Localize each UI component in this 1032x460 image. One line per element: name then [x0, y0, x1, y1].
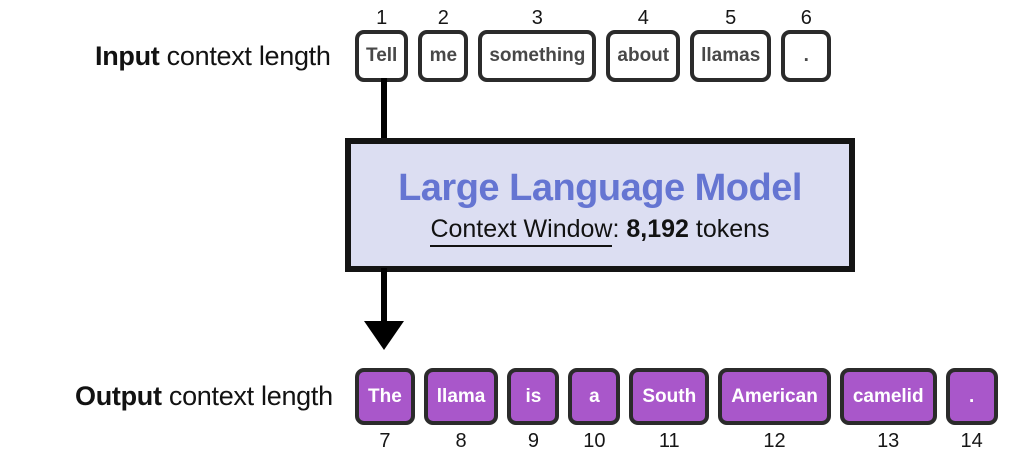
token-index: 10 [583, 430, 606, 452]
token-index: 13 [877, 430, 900, 452]
output-token-row: The 7 llama 8 is 9 a 10 South 11 America… [355, 368, 998, 453]
token-index: 5 [725, 7, 737, 29]
token-index: 7 [379, 430, 391, 452]
context-window-count: 8,192 [626, 214, 689, 243]
model-to-output-arrow-line [381, 268, 387, 324]
input-token-box: Tell [355, 30, 409, 82]
output-token-box: llama [423, 368, 499, 425]
input-label-emphasis: Input [95, 41, 160, 71]
output-token-12: American 12 [718, 368, 831, 453]
input-token-box: about [606, 30, 681, 82]
token-index: 8 [455, 430, 467, 452]
input-token-2: 2 me [418, 6, 469, 82]
input-to-model-connector-line [381, 78, 387, 138]
output-token-box: The [355, 368, 415, 425]
context-window-units: tokens [688, 214, 770, 243]
output-token-box: American [718, 368, 831, 425]
output-token-14: . 14 [945, 368, 998, 453]
input-token-box: me [418, 30, 469, 82]
input-label-text: context length [159, 41, 331, 71]
output-token-9: is 9 [507, 368, 560, 453]
down-arrow-icon [364, 321, 404, 350]
context-window-separator: : [612, 214, 627, 243]
output-token-7: The 7 [355, 368, 415, 453]
token-index: 3 [531, 7, 543, 29]
llm-model-box: Large Language Model Context Window: 8,1… [345, 138, 855, 272]
input-token-3: 3 something [478, 6, 597, 82]
input-token-box: something [478, 30, 597, 82]
input-token-box: llamas [690, 30, 772, 82]
input-token-5: 5 llamas [690, 6, 772, 82]
output-label-emphasis: Output [75, 381, 162, 411]
output-token-10: a 10 [568, 368, 621, 453]
token-index: 11 [658, 430, 680, 452]
output-label-text: context length [161, 381, 333, 411]
output-token-8: llama 8 [423, 368, 499, 453]
output-token-11: South 11 [629, 368, 710, 453]
token-index: 9 [527, 430, 539, 452]
input-token-6: 6 . [781, 6, 832, 82]
output-token-box: a [568, 368, 621, 425]
context-window-label: Context Window [430, 214, 613, 247]
output-token-box: South [629, 368, 710, 425]
input-token-row: 1 Tell 2 me 3 something 4 about 5 llamas… [355, 6, 832, 82]
token-index: 1 [376, 7, 388, 29]
output-row-label: Output context length [75, 381, 333, 412]
token-index: 4 [637, 7, 649, 29]
output-token-box: camelid [839, 368, 937, 425]
token-index: 12 [763, 430, 786, 452]
token-index: 6 [800, 7, 812, 29]
input-row-label: Input context length [95, 41, 331, 72]
output-token-box: is [507, 368, 560, 425]
input-token-4: 4 about [606, 6, 681, 82]
input-token-1: 1 Tell [355, 6, 409, 82]
token-index: 14 [960, 430, 983, 452]
context-window-text: Context Window: 8,192 tokens [430, 214, 770, 247]
llm-title: Large Language Model [398, 166, 802, 209]
input-token-box: . [781, 30, 832, 82]
output-token-13: camelid 13 [839, 368, 937, 453]
output-token-box: . [945, 368, 998, 425]
token-index: 2 [437, 7, 449, 29]
